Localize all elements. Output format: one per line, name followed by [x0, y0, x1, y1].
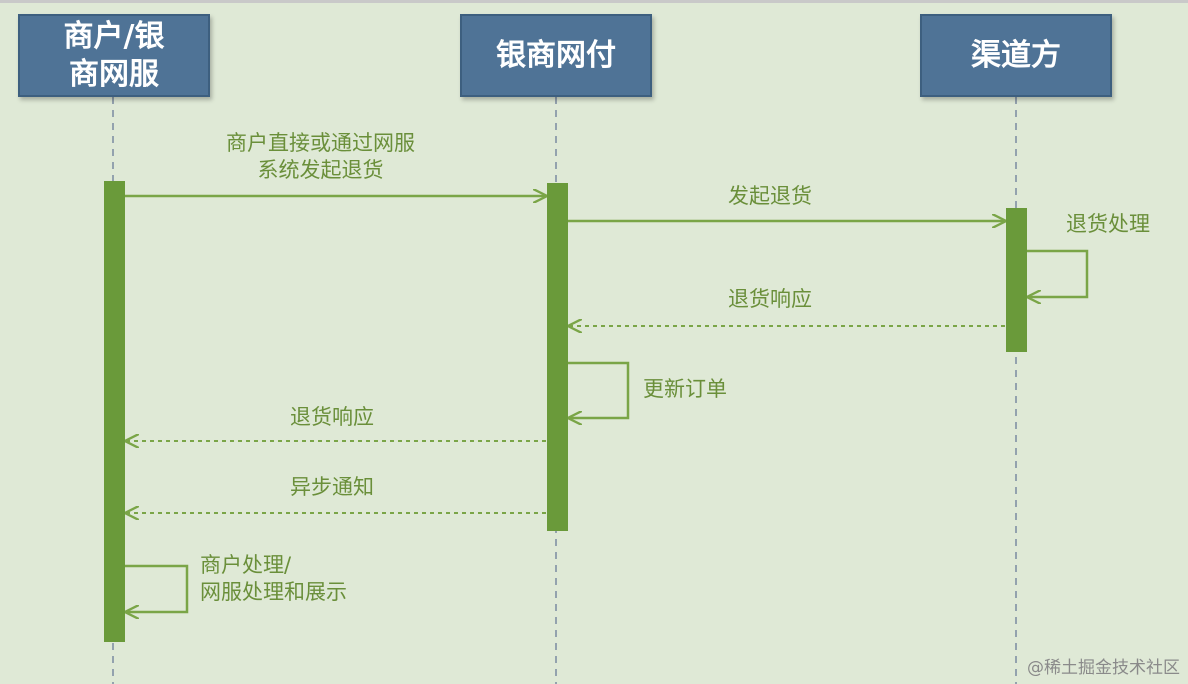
arrow-m3 [1027, 249, 1089, 297]
label-m5: 更新订单 [643, 377, 727, 401]
actor-merchant-label: 商户/银 商网服 [63, 18, 165, 92]
activation-bank [547, 183, 568, 531]
arrow-m5 [568, 361, 630, 418]
label-m8: 商户处理/ 网服处理和展示 [200, 553, 347, 604]
label-m3: 退货处理 [1066, 212, 1150, 236]
activation-merchant [104, 181, 125, 642]
label-m2: 发起退货 [728, 184, 812, 208]
watermark: @稀土掘金技术社区 [1027, 658, 1180, 678]
activation-channel [1006, 208, 1027, 352]
actor-bank: 银商网付 [460, 14, 652, 97]
top-border [0, 0, 1188, 3]
actor-bank-label: 银商网付 [496, 37, 616, 73]
label-m7: 异步通知 [290, 475, 374, 499]
label-m6: 退货响应 [290, 405, 374, 429]
arrow-m8 [125, 564, 189, 612]
label-m1: 商户直接或通过网服 系统发起退货 [226, 131, 415, 182]
actor-merchant: 商户/银 商网服 [18, 14, 210, 97]
label-m4: 退货响应 [728, 287, 812, 311]
actor-channel: 渠道方 [920, 14, 1112, 97]
actor-channel-label: 渠道方 [971, 37, 1061, 73]
